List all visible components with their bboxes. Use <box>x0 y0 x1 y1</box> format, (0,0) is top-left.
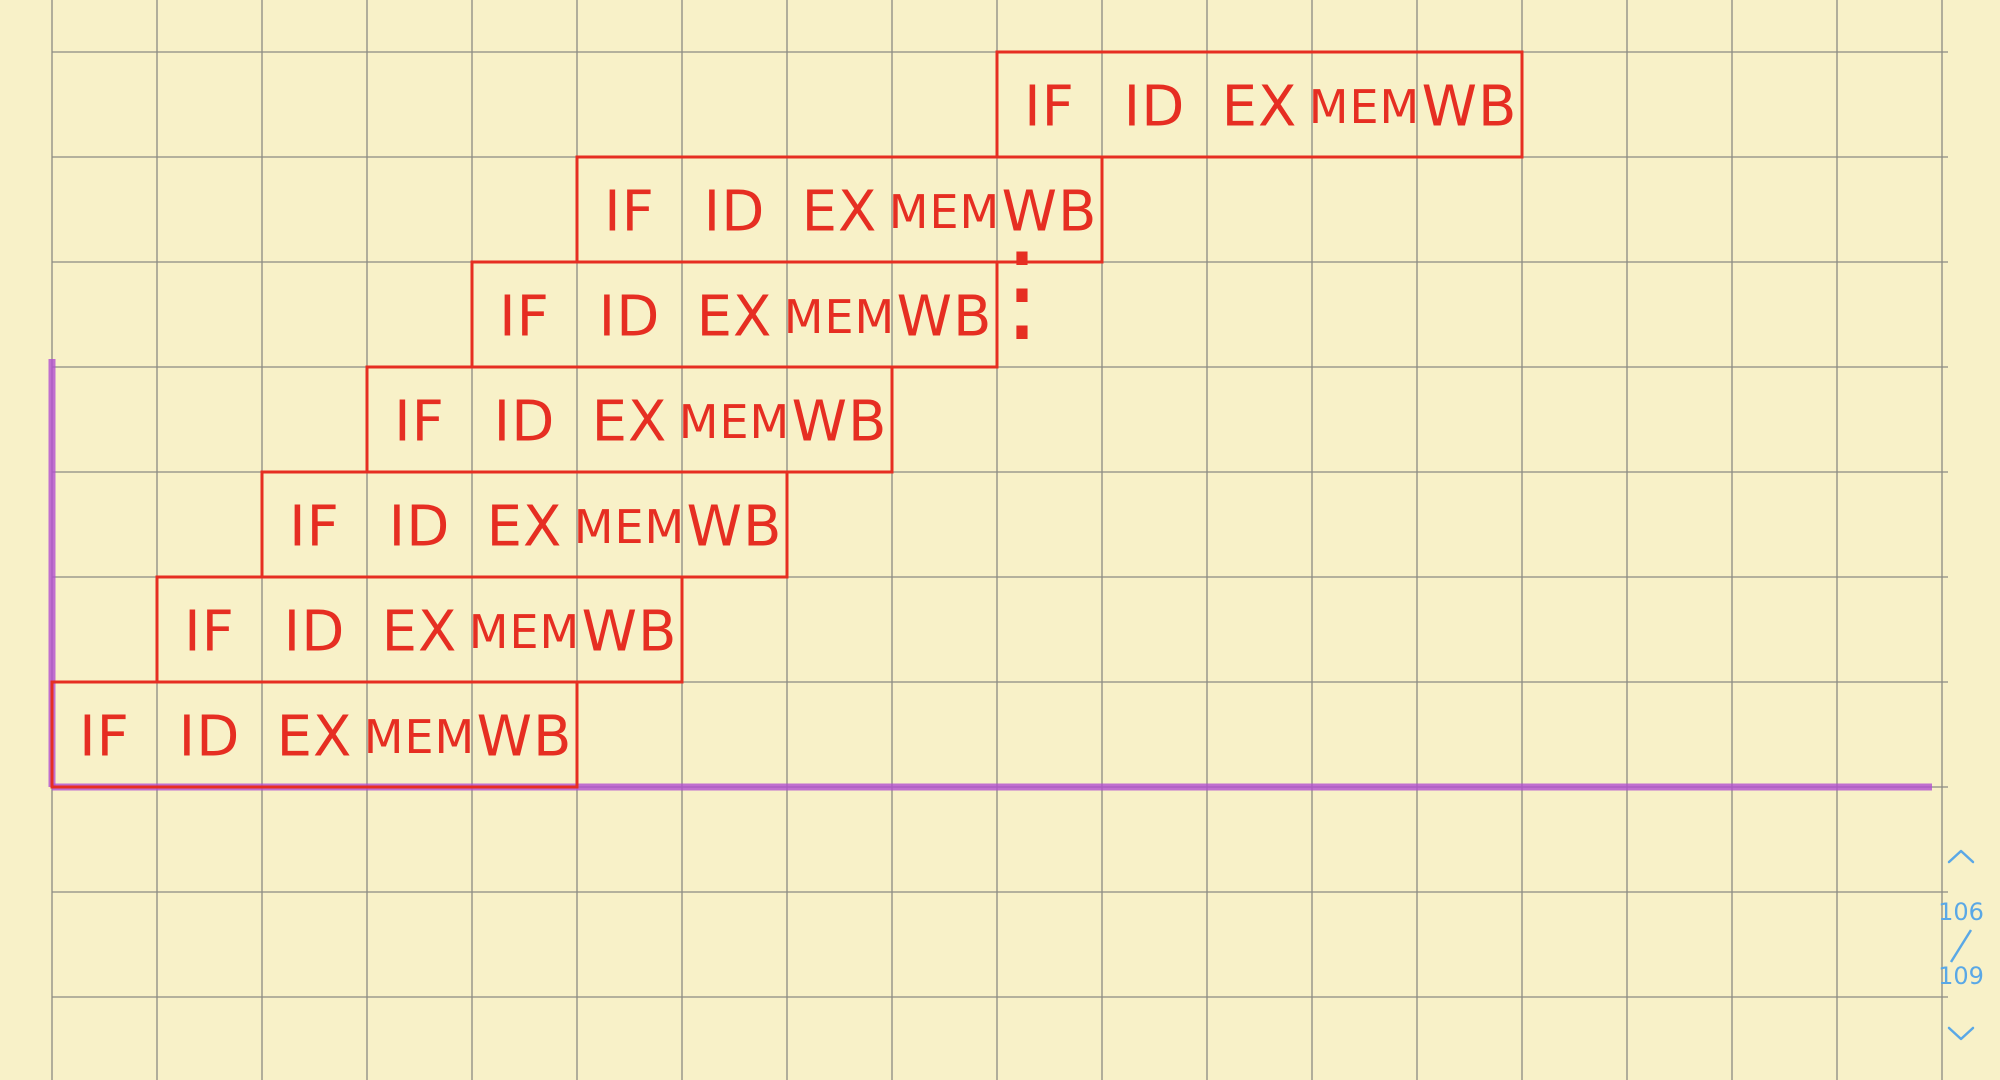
pipeline-stage-if: IF <box>289 495 340 560</box>
pipeline-stage-ex: EX <box>487 495 563 560</box>
pipeline-stage-wb: WB <box>582 600 678 665</box>
pipeline-stage-wb: WB <box>1422 75 1518 140</box>
pipeline-stage-mem: MEM <box>784 290 895 344</box>
pipeline-stage-ex: EX <box>277 705 353 770</box>
pipeline-stage-if: IF <box>394 390 445 455</box>
pipeline-stage-if: IF <box>79 705 130 770</box>
next-page-button[interactable] <box>1928 1014 1994 1054</box>
pipeline-stage-wb: WB <box>477 705 573 770</box>
pipeline-stage-mem: MEM <box>1309 80 1420 134</box>
pipeline-stage-id: ID <box>494 390 556 455</box>
pipeline-stage-mem: MEM <box>469 605 580 659</box>
chevron-down-icon <box>1947 1026 1975 1041</box>
pipeline-row-box <box>995 50 1524 159</box>
pipeline-stage-id: ID <box>389 495 451 560</box>
pipeline-stage-mem: MEM <box>889 185 1000 239</box>
current-page-number: 106 <box>1938 898 1984 926</box>
pipeline-stage-ex: EX <box>1222 75 1298 140</box>
pipeline-stage-ex: EX <box>382 600 458 665</box>
chevron-up-icon <box>1947 849 1975 864</box>
pipeline-stage-if: IF <box>499 285 550 350</box>
pipeline-stage-if: IF <box>1024 75 1075 140</box>
pipeline-stage-ex: EX <box>697 285 773 350</box>
pipeline-stage-if: IF <box>604 180 655 245</box>
pipeline-stage-id: ID <box>599 285 661 350</box>
page-separator-icon <box>1949 929 1973 963</box>
pipeline-stage-ex: EX <box>592 390 668 455</box>
pipeline-stage-id: ID <box>704 180 766 245</box>
pipeline-stage-wb: WB <box>1002 180 1098 245</box>
total-page-count: 109 <box>1938 962 1984 990</box>
pipeline-stage-wb: WB <box>897 285 993 350</box>
pipeline-stage-mem: MEM <box>574 500 685 554</box>
pipeline-stage-id: ID <box>179 705 241 770</box>
pipeline-stage-id: ID <box>284 600 346 665</box>
pipeline-stage-id: ID <box>1124 75 1186 140</box>
pipeline-stage-wb: WB <box>792 390 888 455</box>
pipeline-stage-mem: MEM <box>364 710 475 764</box>
previous-page-button[interactable] <box>1928 836 1994 876</box>
page-navigator[interactable]: 106 109 <box>1928 828 1994 1058</box>
pipeline-stage-mem: MEM <box>679 395 790 449</box>
pipeline-ellipsis: ⋮ <box>968 229 1076 354</box>
pipeline-stage-ex: EX <box>802 180 878 245</box>
pipeline-row-box <box>575 155 1104 264</box>
pipeline-stage-if: IF <box>184 600 235 665</box>
pipeline-stage-wb: WB <box>687 495 783 560</box>
